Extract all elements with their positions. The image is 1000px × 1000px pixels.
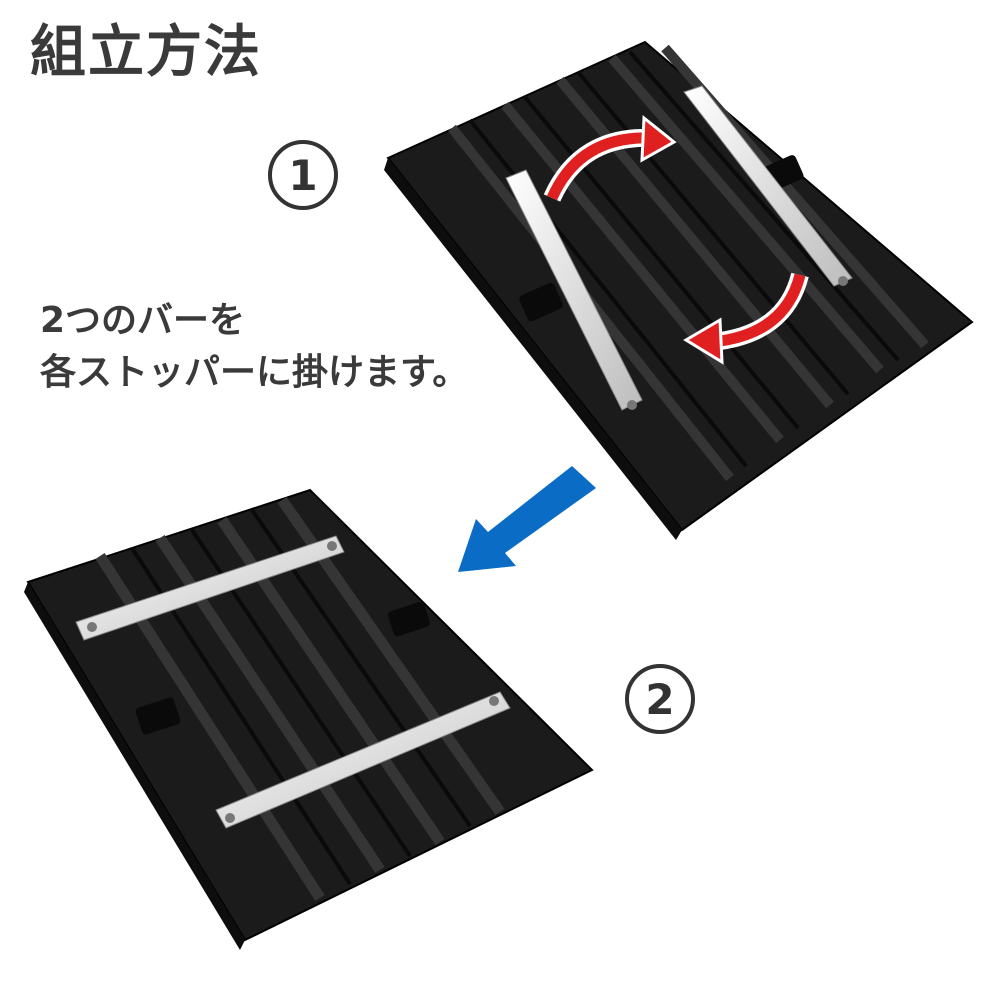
step-2-badge: 2: [625, 664, 695, 734]
caption-line-1: 2つのバーを: [40, 300, 246, 341]
bar-right-step-1: [683, 85, 853, 287]
step-1-badge: 1: [268, 140, 338, 210]
direction-arrow-icon: [458, 466, 596, 572]
rotate-arrow-top: [543, 114, 677, 202]
page-title: 組立方法: [30, 20, 262, 85]
instruction-caption: 2つのバーを 各ストッパーに掛けます。: [40, 295, 468, 399]
bar-left-step-1: [505, 169, 643, 411]
bar-top-step-2: [75, 535, 345, 641]
caption-line-2: 各ストッパーに掛けます。: [40, 352, 469, 393]
board-step-1: [384, 40, 974, 540]
bar-bottom-step-2: [215, 691, 511, 829]
board-step-2: [24, 488, 594, 950]
rotate-arrow-bottom: [683, 272, 809, 365]
